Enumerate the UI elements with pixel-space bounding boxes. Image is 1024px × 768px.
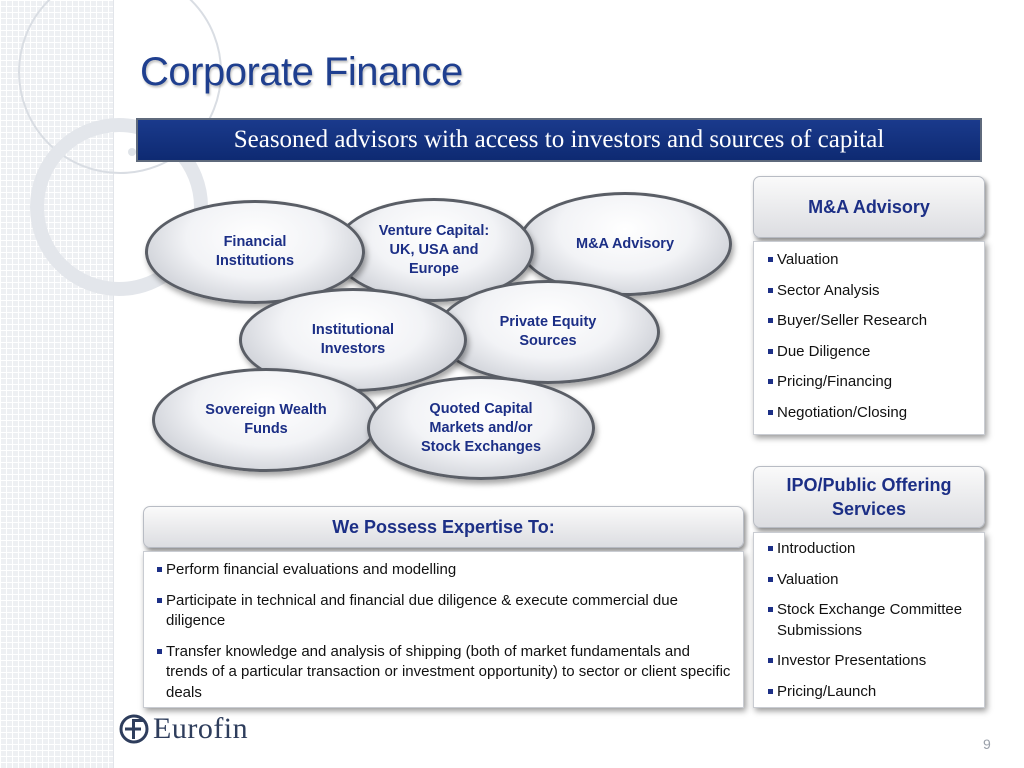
oval-line: Venture Capital: [378, 222, 490, 239]
oval-private-equity: Private Equity Sources [436, 280, 660, 384]
eurofin-logo-icon [119, 714, 149, 744]
ipo-header: IPO/Public Offering Services [753, 466, 985, 528]
oval-line: UK, USA and [389, 241, 479, 258]
ipo-item: Introduction [767, 539, 976, 560]
ipo-item: Investor Presentations [767, 651, 976, 672]
oval-line: Investors [320, 341, 386, 357]
ipo-header-text: IPO/Public Offering Services [786, 475, 952, 519]
ma-advisory-item: Sector Analysis [767, 281, 976, 302]
ma-advisory-item: Buyer/Seller Research [767, 311, 976, 332]
oval-line: Financial [223, 234, 287, 250]
oval-line: Sovereign Wealth [205, 402, 327, 418]
oval-line: Europe [409, 260, 459, 277]
ma-advisory-item: Pricing/Financing [767, 372, 976, 393]
decorative-dot [128, 148, 136, 156]
ipo-list: Introduction Valuation Stock Exchange Co… [753, 532, 985, 708]
ma-advisory-item: Valuation [767, 250, 976, 271]
oval-line: Markets and/or [429, 419, 533, 436]
page-number: 9 [983, 736, 991, 752]
oval-line: Institutions [215, 253, 295, 269]
oval-sovereign-wealth: Sovereign Wealth Funds [152, 368, 380, 472]
ipo-item: Valuation [767, 570, 976, 591]
subtitle-banner: Seasoned advisors with access to investo… [136, 118, 982, 162]
oval-line: Quoted Capital [429, 400, 533, 417]
oval-line: Private Equity [499, 314, 597, 330]
oval-line: Sources [519, 333, 577, 349]
oval-financial-institutions: Financial Institutions [145, 200, 365, 304]
eurofin-logo: Eurofin [119, 712, 248, 746]
oval-line: Funds [244, 421, 288, 437]
logo-text: Eurofin [153, 712, 249, 745]
oval-line: M&A Advisory [575, 235, 675, 252]
ma-advisory-item: Negotiation/Closing [767, 403, 976, 424]
expertise-item: Transfer knowledge and analysis of shipp… [156, 642, 735, 704]
expertise-item: Perform financial evaluations and modell… [156, 560, 735, 581]
expertise-item: Participate in technical and financial d… [156, 591, 735, 632]
expertise-header: We Possess Expertise To: [143, 506, 744, 548]
oval-line: Stock Exchanges [420, 438, 542, 455]
page-title: Corporate Finance [140, 50, 463, 94]
ipo-item: Stock Exchange Committee Submissions [767, 600, 976, 641]
expertise-list: Perform financial evaluations and modell… [143, 551, 744, 708]
ipo-item: Pricing/Launch [767, 682, 976, 703]
ma-advisory-item: Due Diligence [767, 342, 976, 363]
ma-advisory-list: Valuation Sector Analysis Buyer/Seller R… [753, 241, 985, 435]
oval-line: Institutional [311, 322, 395, 338]
ma-advisory-header: M&A Advisory [753, 176, 985, 238]
oval-quoted-capital: Quoted Capital Markets and/or Stock Exch… [367, 376, 595, 480]
